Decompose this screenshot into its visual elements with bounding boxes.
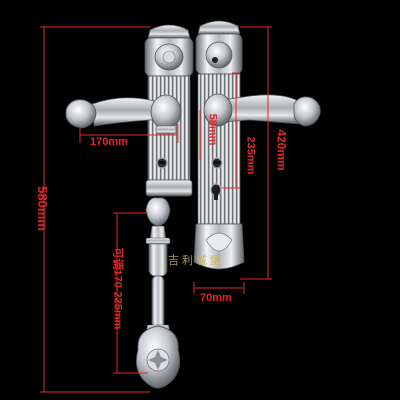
dimension-label-cylinder-center: 58mm <box>206 113 219 146</box>
dimension-label-handle-center: 235mm <box>244 136 257 175</box>
watermark: 吉利城堡 <box>168 254 224 267</box>
dimension-label-backplate-height: 420mm <box>274 129 289 171</box>
dimension-label-handle-spread: 170mm <box>90 136 128 148</box>
dimension-lines <box>40 26 272 393</box>
dimension-label-total-height: 580mm <box>34 186 50 231</box>
right-lever-handle <box>203 93 321 127</box>
pull-handle <box>135 197 181 389</box>
left-lever-handle <box>65 94 182 135</box>
dimension-label-adjustable-range: 可调170-225mm <box>111 247 124 330</box>
dimension-label-backplate-width: 70mm <box>200 292 232 304</box>
